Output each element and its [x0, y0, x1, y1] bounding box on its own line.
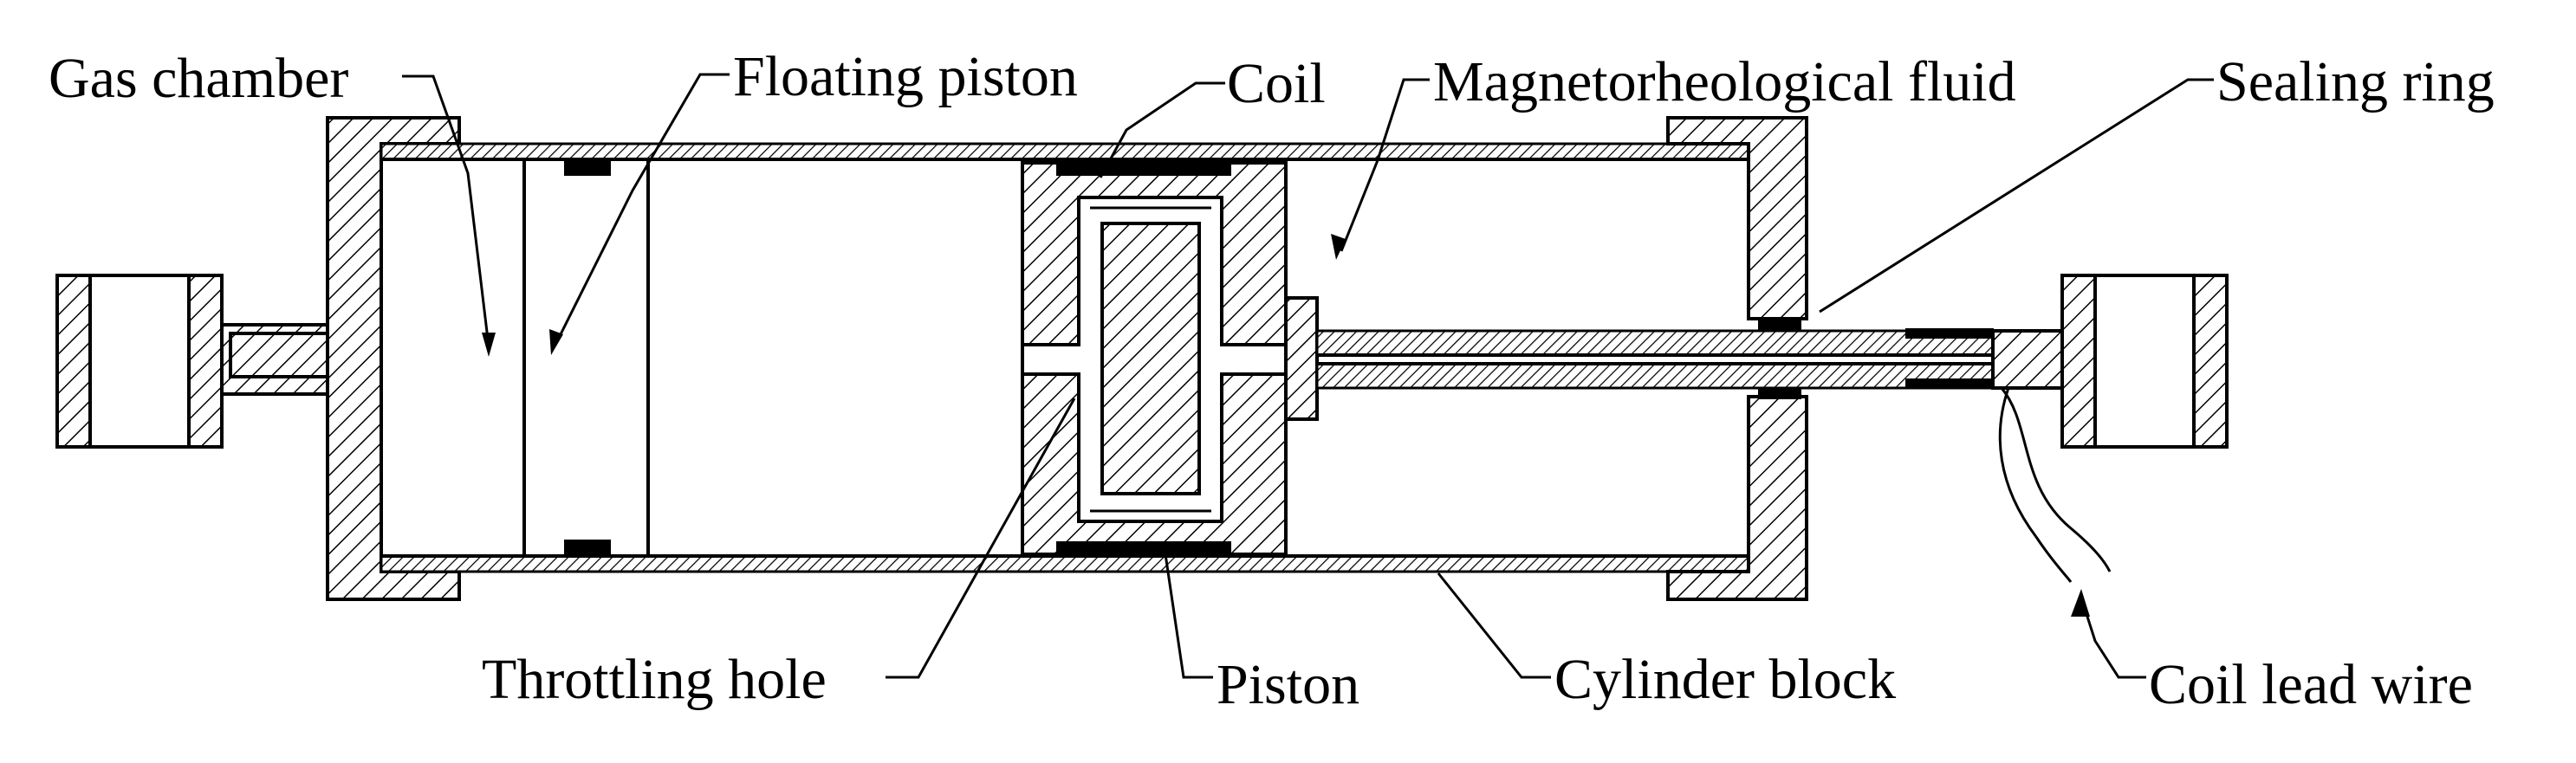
piston-rod: [1284, 296, 1995, 421]
leader-lines: [402, 73, 2214, 679]
label-floating-piston: Floating piston: [733, 45, 1078, 108]
label-sealing-ring: Sealing ring: [2216, 50, 2495, 113]
main-piston: [1021, 161, 1288, 556]
label-gas-chamber: Gas chamber: [49, 47, 348, 110]
label-coil: Coil: [1227, 52, 1326, 115]
leader-arrowheads: [482, 234, 2090, 617]
right-end-cap: [1666, 116, 1808, 601]
label-coil-lead-wire: Coil lead wire: [2149, 653, 2473, 716]
coil-lead-wire: [1998, 387, 2112, 583]
left-end-cap: [326, 116, 461, 601]
label-piston: Piston: [1217, 653, 1359, 716]
label-mr-fluid: Magnetorheological fluid: [1433, 50, 2016, 113]
label-cylinder-block: Cylinder block: [1554, 648, 1896, 711]
right-mount-eye: [1991, 274, 2229, 449]
left-mount-eye: [55, 274, 331, 449]
floating-piston: [522, 159, 650, 556]
label-throttling-hole: Throttling hole: [482, 648, 827, 711]
